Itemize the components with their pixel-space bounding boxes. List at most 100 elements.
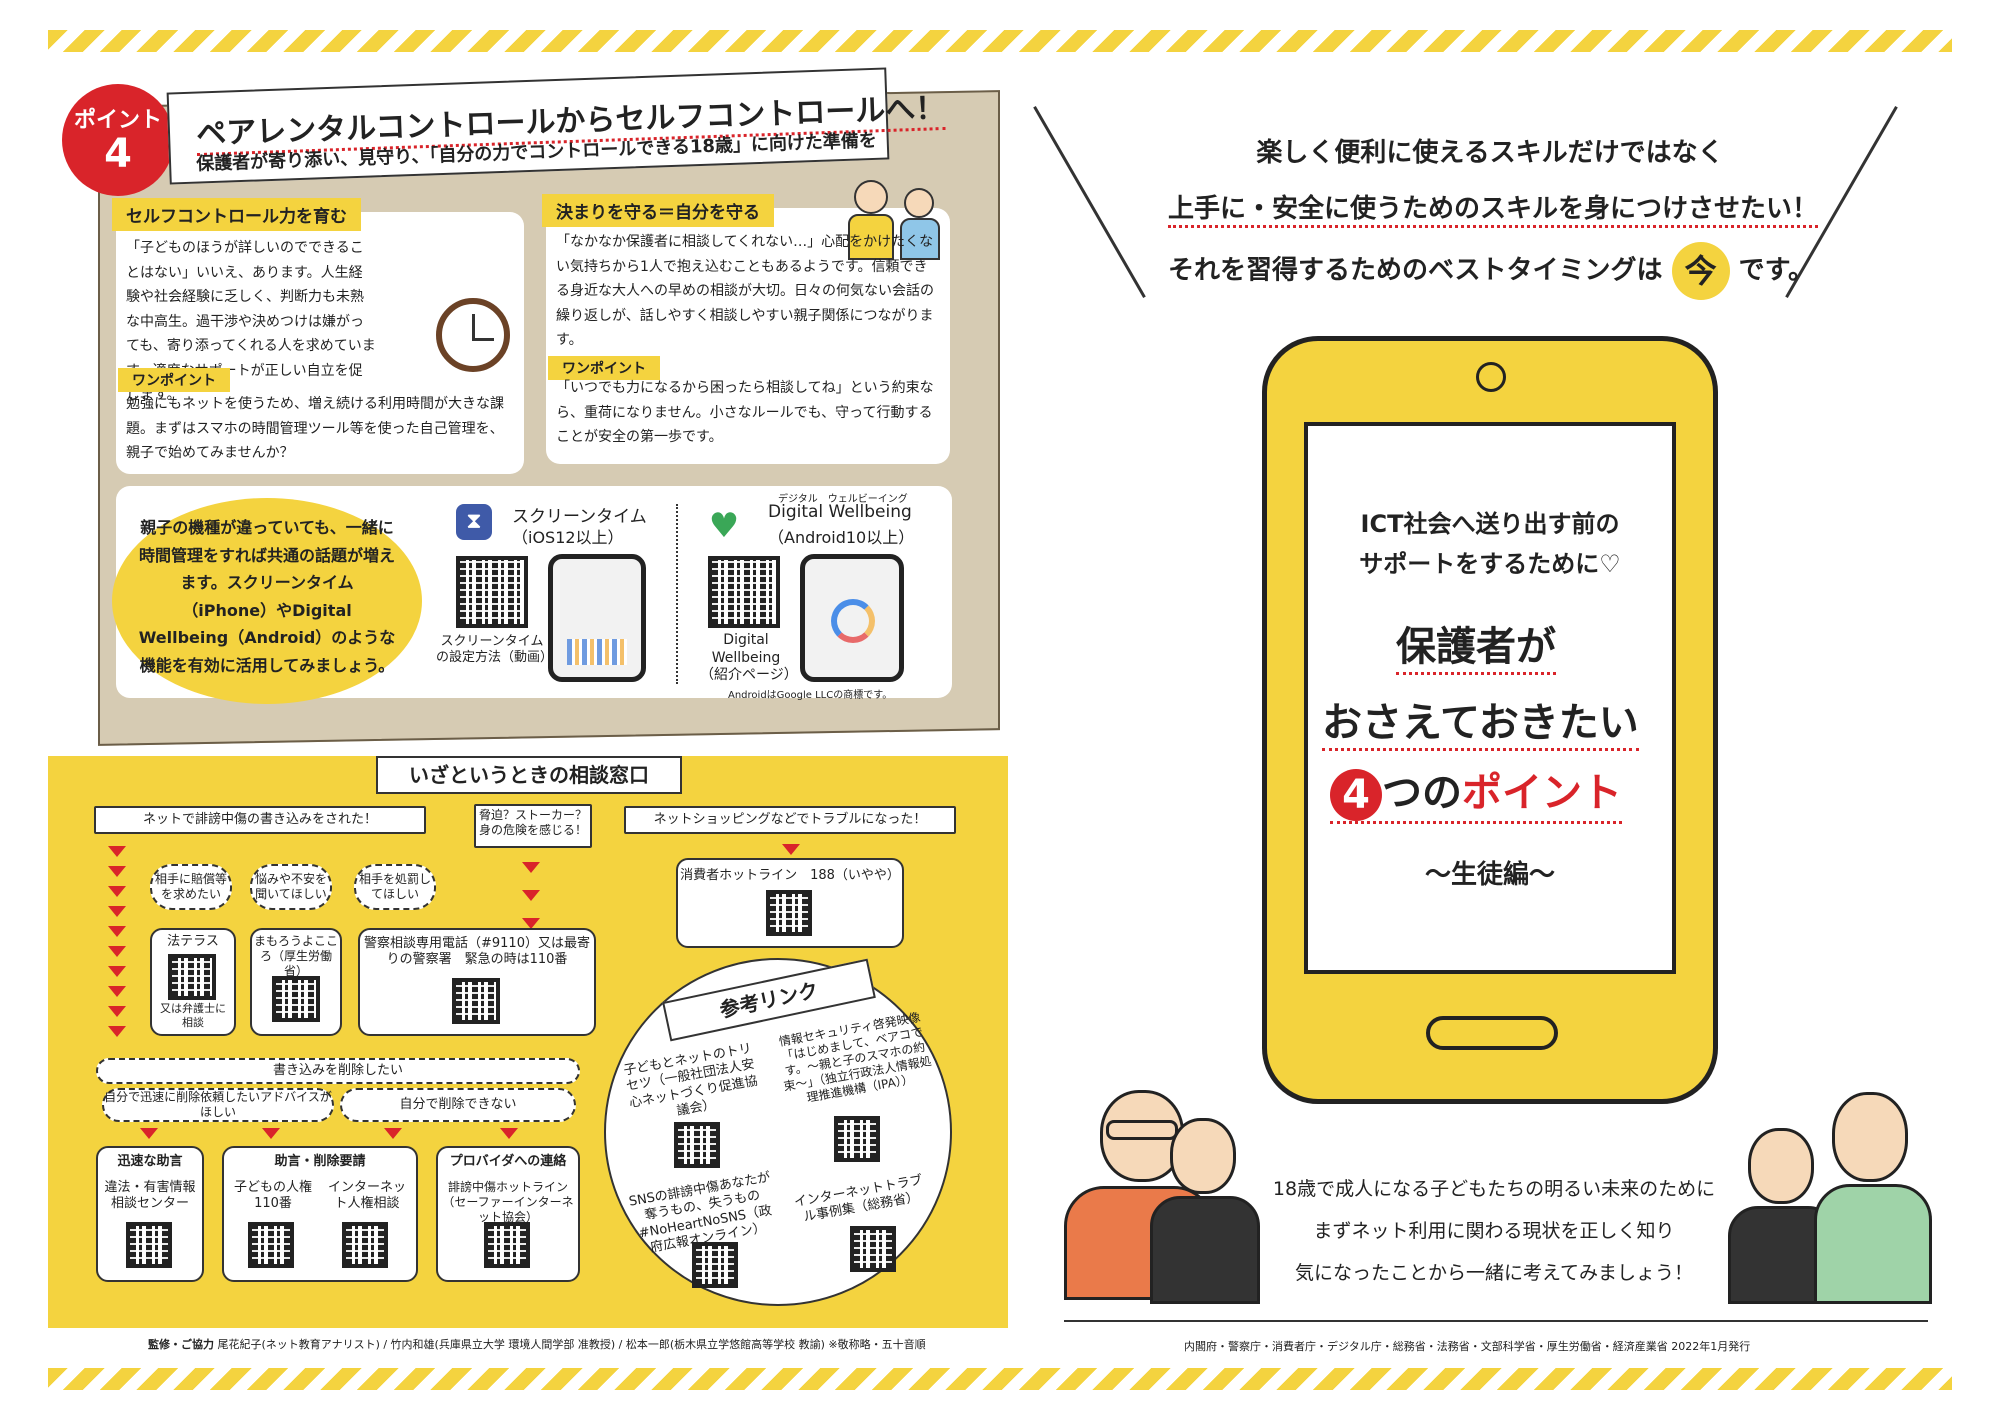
dw-title: Digital Wellbeing [768, 502, 912, 522]
now-badge: 今 [1671, 242, 1730, 300]
reference-1-qr[interactable] [674, 1122, 720, 1168]
delete-header: 書き込みを削除したい [96, 1058, 580, 1084]
houterasu-qr[interactable] [168, 954, 216, 1000]
child-rights-label: 子どもの人権110番 [233, 1180, 312, 1212]
quick-advice-text: 違法・有害情報相談センター [104, 1180, 196, 1212]
credits: 監修・ご協力 尾花紀子(ネット教育アナリスト) / 竹内和雄(兵庫県立大学 環境… [148, 1336, 926, 1352]
screentime-sub: （iOS12以上） [512, 528, 624, 547]
arrow-down [108, 1026, 126, 1037]
one-point-label-left: ワンポイント [118, 368, 230, 392]
cover-line-1: 楽しく便利に使えるスキルだけではなく [1256, 138, 1724, 168]
arrow-down [782, 844, 800, 855]
phone-screen [1304, 422, 1676, 974]
cover-line-3-post: です。 [1738, 255, 1815, 286]
reference-2-qr[interactable] [834, 1116, 880, 1162]
dw-sub: （Android10以上） [768, 528, 915, 547]
publisher: 内閣府・警察庁・消費者庁・デジタル庁・総務省・法務省・文部科学省・厚生労働省・経… [1184, 1340, 1751, 1353]
family-illustration [848, 174, 948, 262]
provider-qr[interactable] [484, 1222, 530, 1268]
child-rights-qr[interactable] [248, 1222, 294, 1268]
cover-bottom-2: まずネット利用に関わる現状を正しく知り [1313, 1220, 1675, 1242]
internet-rights-qr[interactable] [342, 1222, 388, 1268]
reference-3-qr[interactable] [692, 1242, 738, 1288]
phone-title-2: おさえておきたい [1322, 690, 1639, 751]
trademark-note: AndroidはGoogle LLCの商標です。 [728, 690, 893, 701]
point-badge: ポイント 4 [62, 84, 174, 196]
arrow-down [108, 1006, 126, 1017]
credits-label: 監修・ご協力 [148, 1338, 214, 1351]
tools-bubble-text: 親子の機種が違っていても、一緒に時間管理をすれば共通の話題が増えます。スクリーン… [138, 518, 396, 675]
one-point-label-right: ワンポイント [548, 356, 660, 380]
phone-title-3b: ポイント [1462, 770, 1622, 816]
arrow-down [108, 846, 126, 857]
cover-line-3: それを習得するためのベストタイミングは 今 です。 [1168, 242, 1814, 300]
cover-bottom-3: 気になったことから一緒に考えてみましょう！ [1294, 1262, 1694, 1284]
bottom-stripe [48, 1368, 1952, 1390]
arrow-down [108, 966, 126, 977]
deletion-request-title: 助言・削除要請 [274, 1154, 366, 1169]
tools-divider [676, 504, 678, 684]
screentime-phone-image [548, 554, 646, 682]
phone-title-1: 保護者が [1396, 614, 1556, 675]
point-badge-label: ポイント [73, 108, 162, 133]
arrow-down [522, 890, 540, 901]
quick-advice-title: 迅速な助言 [117, 1154, 183, 1169]
internet-rights-label: インターネット人権相談 [327, 1180, 406, 1212]
option-compensation: 相手に賠償等を求めたい [150, 864, 232, 910]
police-label: 警察相談専用電話（#9110）又は最寄りの警察署 緊急の時は110番 [364, 936, 590, 968]
phone-intro-2: サポートをするために♡ [1359, 550, 1621, 578]
mamoru-label: まもろうよこころ（厚生労働省） [254, 934, 339, 978]
delete-self: 自分で迅速に削除依頼したいアドバイスがほしい [102, 1088, 334, 1122]
cover-line-3-pre: それを習得するためのベストタイミングは [1168, 255, 1663, 286]
top-stripe [48, 30, 1952, 52]
provider-text: 誹謗中傷ホットライン（セーファーインターネット協会） [442, 1180, 574, 1224]
dw-phone-image [800, 554, 904, 682]
arrow-down [500, 1128, 518, 1139]
point-badge-number: 4 [104, 131, 132, 177]
arrow-down [108, 946, 126, 957]
houterasu-note: 又は弁護士に相談 [160, 1002, 226, 1029]
quick-advice-qr[interactable] [126, 1222, 172, 1268]
rules-heading: 決まりを守る＝自分を守る [542, 194, 774, 227]
student-boy-illustration [1150, 1118, 1260, 1304]
rules-tip: 「いつでも力になるから困ったら相談してね」という約束なら、重荷になりません。小さ… [556, 380, 934, 445]
houterasu-label: 法テラス [167, 934, 219, 949]
option-punish: 相手を処罰してほしい [354, 864, 436, 910]
arrow-down [140, 1128, 158, 1139]
mother-illustration [1814, 1092, 1932, 1304]
mamoru-qr[interactable] [272, 976, 320, 1022]
phone-home-button [1426, 1016, 1558, 1050]
provider-title: プロバイダへの連絡 [449, 1154, 567, 1169]
phone-subtitle: ～生徒編～ [1424, 860, 1555, 890]
arrow-down [522, 862, 540, 873]
hourglass-icon: ⧗ [456, 504, 492, 540]
phone-camera [1476, 362, 1506, 392]
cover-bottom-1: 18歳で成人になる子どもたちの明るい未来のために [1272, 1178, 1716, 1200]
phone-title-3a: つの [1382, 770, 1462, 816]
cover-bottom-border [1064, 1320, 1928, 1322]
phone-intro-1: ICT社会へ送り出す前の [1360, 510, 1620, 538]
dw-ruby: デジタル ウェルビーイング [778, 494, 908, 505]
consult-title: いざというときの相談窓口 [376, 756, 682, 794]
dw-qr[interactable] [708, 556, 780, 628]
screentime-caption: スクリーンタイムの設定方法（動画） [436, 634, 554, 666]
rules-body: 「なかなか保護者に相談してくれない…」心配をかけたくない気持ちから1人で抱え込む… [556, 234, 934, 348]
cover-line-2: 上手に・安全に使うためのスキルを身につけさせたい！ [1168, 188, 1819, 228]
consumer-qr[interactable] [766, 890, 812, 936]
arrow-down [108, 866, 126, 877]
wellbeing-heart-icon: ♥ [708, 506, 740, 546]
stopwatch-icon [436, 298, 510, 372]
self-control-tip: 勉強にもネットを使うため、増え続ける利用時間が大きな課題。まずはスマホの時間管理… [126, 396, 504, 461]
police-qr[interactable] [452, 978, 500, 1024]
case-shopping: ネットショッピングなどでトラブルになった！ [624, 806, 956, 834]
reference-4-qr[interactable] [850, 1226, 896, 1272]
self-control-heading: セルフコントロール力を育む [112, 198, 361, 231]
screentime-qr[interactable] [456, 556, 528, 628]
arrow-down [522, 918, 540, 929]
dw-caption: Digital Wellbeing（紹介ページ） [700, 632, 798, 683]
credits-text: 尾花紀子(ネット教育アナリスト) / 竹内和雄(兵庫県立大学 環境人間学部 准教… [217, 1338, 926, 1351]
phone-number-badge: 4 [1330, 769, 1382, 821]
screentime-title: スクリーンタイム [512, 507, 647, 527]
consumer-label: 消費者ホットライン 188（いやや） [680, 868, 900, 883]
arrow-down [384, 1128, 402, 1139]
